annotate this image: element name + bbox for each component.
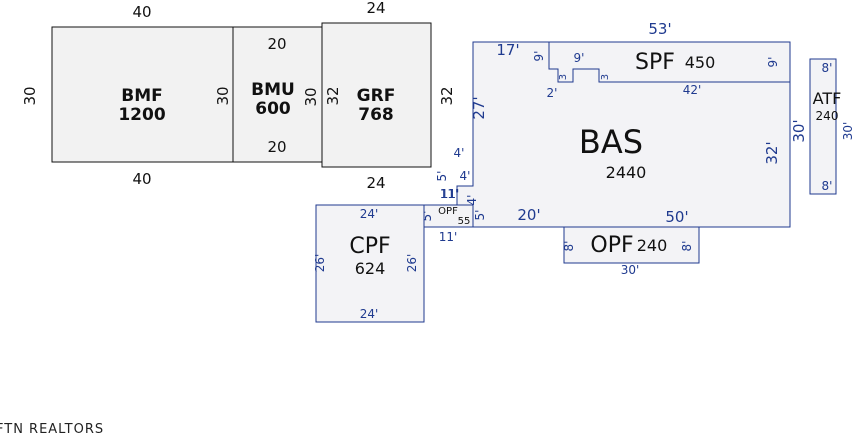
cpf-label: CPF — [349, 234, 390, 259]
atf-dim-right: 30' — [841, 122, 855, 141]
cpf-dim-top: 24' — [360, 207, 379, 221]
bas-dim-top: 53' — [648, 20, 671, 38]
bas-dim-step-4a: 4' — [454, 146, 465, 160]
spf-dim-bottom: 42' — [683, 83, 702, 97]
bmu-block — [232, 26, 323, 163]
grf-block — [321, 22, 432, 168]
grf-dim-top: 24 — [366, 0, 385, 17]
opf-small-label: OPF — [438, 206, 458, 217]
atf-area: 240 — [816, 109, 839, 123]
spf-dim-left: 9' — [532, 51, 546, 62]
bas-dim-top-left: 17' — [496, 41, 519, 59]
bas-dim-step-11: 11' — [441, 187, 460, 201]
opf-small-dim-left: 5' — [420, 211, 434, 222]
spf-notch-3a: 3 — [558, 74, 569, 80]
cpf-dim-left: 26' — [313, 254, 327, 273]
footer-watermark: FTN REALTORS — [0, 422, 104, 435]
bas-dim-bottom-left: 20' — [517, 206, 540, 224]
atf-label: ATF — [813, 89, 842, 108]
bmf-area: 1200 — [118, 105, 165, 125]
opf-small-dim-top: 11' — [440, 187, 459, 201]
opf-small-area: 55 — [458, 216, 471, 227]
grf-label: GRF — [357, 86, 396, 106]
bmu-dim-right: 30 — [302, 87, 320, 106]
bas-area: 2440 — [606, 163, 647, 182]
opf-large-dim-right: 8' — [680, 241, 694, 252]
opf-large-block — [563, 226, 700, 264]
bmu-dim-bottom: 20 — [267, 138, 286, 156]
bas-dim-right: 32' — [763, 141, 781, 164]
grf-dim-bottom: 24 — [366, 174, 385, 192]
opf-large-dim-bottom: 30' — [621, 263, 640, 277]
bmf-dim-left: 30 — [21, 86, 39, 105]
spf-label: SPF — [635, 50, 675, 75]
spf-notch-2: 2' — [547, 86, 558, 100]
bas-dim-step-5: 5' — [435, 171, 449, 182]
opf-large-label: OPF — [590, 233, 633, 258]
bmu-label: BMU — [251, 80, 295, 100]
bmf-dim-bottom: 40 — [132, 170, 151, 188]
bmf-dim-top: 40 — [132, 3, 151, 21]
bmf-dim-right: 30 — [214, 86, 232, 105]
spf-notch-3b: 3 — [600, 74, 611, 80]
bas-dim-step-4b: 4' — [460, 169, 471, 183]
cpf-dim-right: 26' — [405, 254, 419, 273]
grf-dim-left: 32 — [324, 86, 342, 105]
opf-large-area: 240 — [637, 236, 668, 255]
atf-dim-bottom: 8' — [822, 179, 833, 193]
cpf-block — [315, 204, 425, 323]
grf-area: 768 — [358, 105, 394, 125]
bas-dim-step-4c: 4' — [465, 195, 479, 206]
bas-dim-bottom-right: 50' — [665, 208, 688, 226]
bmu-dim-top: 20 — [267, 35, 286, 53]
spf-block — [548, 41, 791, 83]
bas-dim-left-upper: 27' — [470, 96, 488, 119]
opf-large-dim-left: 8' — [562, 241, 576, 252]
spf-dim-top: 9' — [574, 51, 585, 65]
bas-dim-step-5b: 5' — [473, 210, 487, 221]
grf-dim-right: 32 — [438, 86, 456, 105]
bmf-block — [51, 26, 234, 163]
cpf-area: 624 — [355, 259, 386, 278]
atf-dim-top: 8' — [822, 61, 833, 75]
atf-dim-left: 30' — [790, 119, 808, 142]
spf-dim-right: 9' — [766, 57, 780, 68]
atf-block — [809, 58, 837, 195]
bmf-label: BMF — [121, 86, 163, 106]
opf-small-dim-bottom: 11' — [439, 230, 458, 244]
bas-label: BAS — [579, 123, 643, 161]
bmu-area: 600 — [255, 99, 291, 119]
spf-area: 450 — [685, 53, 716, 72]
cpf-dim-bottom: 24' — [360, 307, 379, 321]
